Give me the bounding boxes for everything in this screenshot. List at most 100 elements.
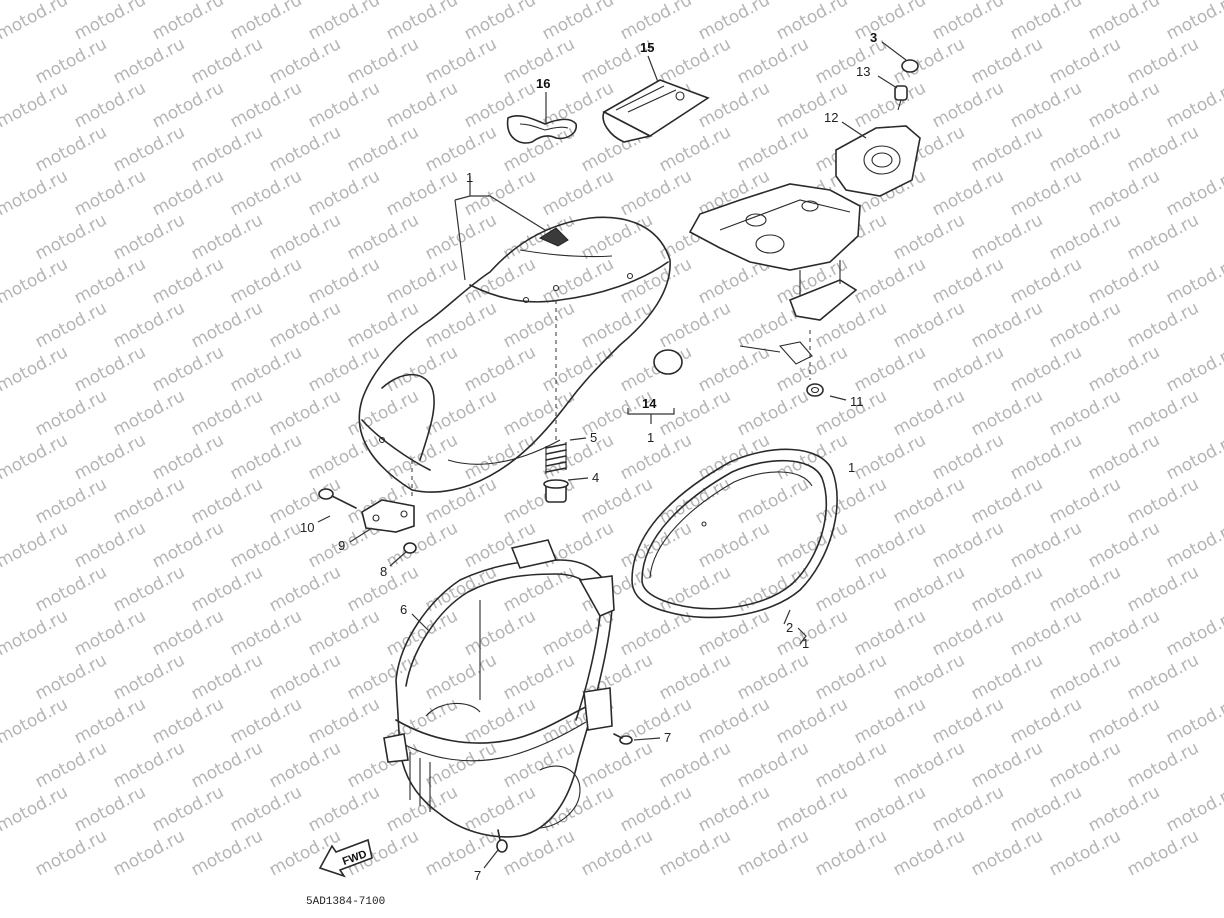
watermark-text: motod.ru (1046, 474, 1124, 528)
watermark-text: motod.ru (500, 650, 578, 704)
watermark-text: motod.ru (266, 34, 344, 88)
watermark-text: motod.ru (539, 166, 617, 220)
watermark-text: motod.ru (500, 210, 578, 264)
watermark-text: motod.ru (656, 474, 734, 528)
watermark-text: motod.ru (812, 34, 890, 88)
watermark-text: motod.ru (188, 474, 266, 528)
watermark-text: motod.ru (851, 518, 929, 572)
watermark-text: motod.ru (1085, 782, 1163, 836)
part-14-emblem (653, 349, 683, 375)
watermark-text: motod.ru (695, 78, 773, 132)
watermark-text: motod.ru (617, 606, 695, 660)
watermark-text: motod.ru (305, 342, 383, 396)
watermark-text: motod.ru (149, 694, 227, 748)
watermark-text: motod.ru (266, 210, 344, 264)
watermark-text: motod.ru (1124, 474, 1202, 528)
part-3-cap (901, 59, 919, 73)
watermark-text: motod.ru (1007, 166, 1085, 220)
watermark-text: motod.ru (383, 782, 461, 836)
watermark-text: motod.ru (227, 606, 305, 660)
part-13-bolt (894, 85, 908, 111)
watermark-text: motod.ru (422, 650, 500, 704)
watermark-text: motod.ru (539, 430, 617, 484)
watermark-text: motod.ru (1007, 606, 1085, 660)
watermark-text: motod.ru (0, 694, 71, 748)
watermark-text: motod.ru (149, 518, 227, 572)
watermark-text: motod.ru (1085, 518, 1163, 572)
watermark-text: motod.ru (71, 782, 149, 836)
callout-2: 2 (786, 620, 793, 635)
watermark-text: motod.ru (929, 430, 1007, 484)
watermark-text: motod.ru (1085, 606, 1163, 660)
watermark-text: motod.ru (32, 562, 110, 616)
watermark-text: motod.ru (1007, 430, 1085, 484)
watermark-text: motod.ru (890, 826, 968, 880)
watermark-text: motod.ru (110, 826, 188, 880)
watermark-text: motod.ru (149, 0, 227, 44)
watermark-text: motod.ru (1007, 0, 1085, 44)
watermark-text: motod.ru (1007, 694, 1085, 748)
watermark-text: motod.ru (890, 562, 968, 616)
watermark-text: motod.ru (1124, 122, 1202, 176)
watermark-text: motod.ru (968, 562, 1046, 616)
watermark-text: motod.ru (578, 826, 656, 880)
callout-7a: 7 (664, 730, 671, 745)
callout-6: 6 (400, 602, 407, 617)
watermark-text: motod.ru (1046, 298, 1124, 352)
watermark-text: motod.ru (71, 78, 149, 132)
watermark-text: motod.ru (1124, 826, 1202, 880)
watermark-text: motod.ru (110, 210, 188, 264)
watermark-text: motod.ru (773, 606, 851, 660)
watermark-text: motod.ru (1046, 738, 1124, 792)
callout-10: 10 (300, 520, 314, 535)
watermark-text: motod.ru (851, 694, 929, 748)
watermark-text: motod.ru (617, 0, 695, 44)
watermark-text: motod.ru (1046, 34, 1124, 88)
callout-15: 15 (640, 40, 654, 55)
watermark-text: motod.ru (1085, 166, 1163, 220)
watermark-text: motod.ru (0, 166, 71, 220)
watermark-text: motod.ru (227, 430, 305, 484)
callout-11: 11 (850, 394, 864, 409)
watermark-text: motod.ru (656, 122, 734, 176)
watermark-text: motod.ru (71, 518, 149, 572)
watermark-text: motod.ru (0, 430, 71, 484)
watermark-text: motod.ru (695, 782, 773, 836)
watermark-text: motod.ru (188, 122, 266, 176)
watermark-text: motod.ru (461, 342, 539, 396)
watermark-text: motod.ru (500, 562, 578, 616)
watermark-text: motod.ru (929, 342, 1007, 396)
watermark-text: motod.ru (539, 254, 617, 308)
watermark-text: motod.ru (149, 342, 227, 396)
watermark-text: motod.ru (422, 34, 500, 88)
watermark-text: motod.ru (773, 78, 851, 132)
watermark-text: motod.ru (734, 122, 812, 176)
watermark-text: motod.ru (851, 0, 929, 44)
watermark-text: motod.ru (344, 650, 422, 704)
part-6-storage-box (383, 539, 615, 838)
watermark-text: motod.ru (968, 386, 1046, 440)
watermark-text: motod.ru (0, 518, 71, 572)
watermark-text: motod.ru (1124, 650, 1202, 704)
watermark-text: motod.ru (266, 738, 344, 792)
watermark-text: motod.ru (851, 254, 929, 308)
watermark-text: motod.ru (227, 342, 305, 396)
watermark-text: motod.ru (539, 0, 617, 44)
watermark-text: motod.ru (0, 782, 71, 836)
watermark-text: motod.ru (656, 298, 734, 352)
callout-leaders (317, 41, 907, 869)
watermark-text: motod.ru (812, 826, 890, 880)
watermark-text: motod.ru (812, 650, 890, 704)
watermark-text: motod.ru (266, 650, 344, 704)
watermark-text: motod.ru (305, 254, 383, 308)
watermark-text: motod.ru (71, 166, 149, 220)
watermark-text: motod.ru (110, 650, 188, 704)
watermark-text: motod.ru (227, 0, 305, 44)
watermark-text: motod.ru (734, 34, 812, 88)
watermark-text: motod.ru (695, 0, 773, 44)
watermark-text: motod.ru (1124, 386, 1202, 440)
watermark-text: motod.ru (695, 342, 773, 396)
watermark-text: motod.ru (344, 122, 422, 176)
watermark-text: motod.ru (32, 386, 110, 440)
